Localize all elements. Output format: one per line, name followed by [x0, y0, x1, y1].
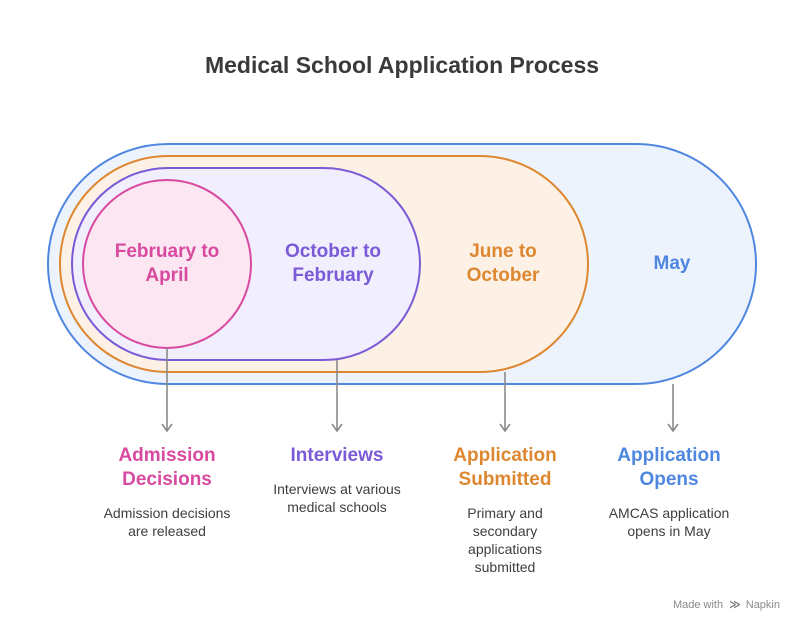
arrow-application-submitted	[499, 372, 511, 433]
arrow-application-opens	[667, 384, 679, 433]
napkin-logo-icon: ≫	[729, 599, 741, 611]
footer-prefix: Made with	[672, 599, 724, 611]
caption-interviews: Interviews	[290, 445, 384, 466]
footer-brand: Napkin	[745, 599, 780, 611]
period-label-may: May	[653, 253, 691, 274]
arrow-admission-decisions	[161, 348, 173, 433]
arrow-interviews	[331, 360, 343, 433]
page-title: Medical School Application Process	[204, 52, 600, 78]
made-with-napkin-footer: Made with ≫ Napkin	[673, 598, 780, 611]
